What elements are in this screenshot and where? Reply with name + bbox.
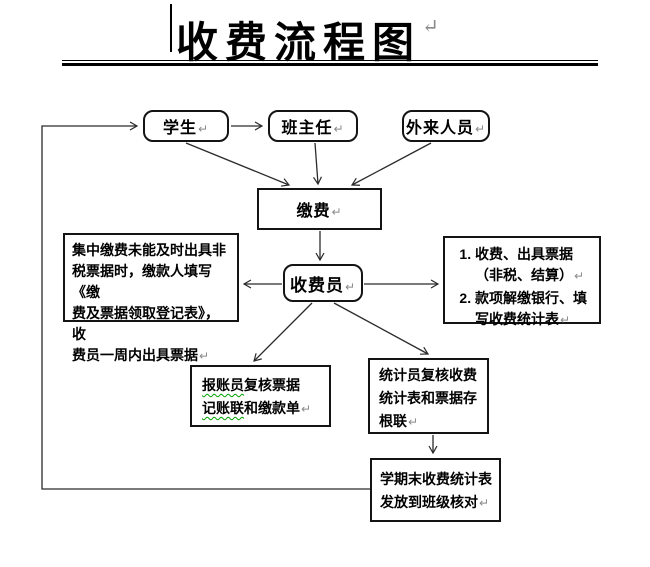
paragraph-mark: ↵ — [408, 415, 419, 429]
paragraph-mark: ↵ — [199, 349, 210, 363]
box-statistician-review[interactable]: 统计员复核收费 统计表和票据存 根联↵ — [368, 358, 489, 434]
arrow-outsider-to-pay — [352, 142, 432, 185]
paragraph-mark: ↵ — [422, 16, 439, 38]
node-fee-collector[interactable]: 收费员↵ — [283, 264, 363, 302]
arrow-collector-to-reconcile — [254, 302, 313, 361]
arrow-collector-to-statistician — [333, 302, 428, 354]
text-cursor — [170, 4, 172, 52]
node-pay-fees[interactable]: 缴费↵ — [257, 188, 382, 230]
right-note-item-1: 收费、出具票据 （非税、结算）↵ — [475, 244, 597, 287]
paragraph-mark: ↵ — [333, 122, 345, 136]
paragraph-mark: ↵ — [560, 313, 571, 327]
node-class-teacher[interactable]: 班主任↵ — [268, 110, 358, 142]
node-class-teacher-label: 班主任 — [281, 120, 333, 137]
right-note-item-2: 款项解缴银行、填 写收费统计表↵ — [475, 288, 597, 331]
box-left-note[interactable]: 集中缴费未能及时出具非 税票据时，缴款人填写《缴 费及票据领取登记表》，收 费员… — [63, 233, 239, 363]
node-external-personnel[interactable]: 外来人员↵ — [402, 110, 490, 142]
node-student[interactable]: 学生↵ — [143, 110, 229, 142]
page-title: 收费流程图↵ — [176, 2, 439, 69]
connector-feedback-loop — [41, 126, 370, 490]
term-end-line: 发放到班级核对↵ — [380, 494, 490, 510]
arrow-student-to-pay — [185, 142, 289, 185]
node-pay-fees-label: 缴费 — [296, 203, 331, 220]
statistician-line: 根联↵ — [379, 413, 419, 429]
paragraph-mark: ↵ — [301, 402, 312, 416]
left-note-line: 集中缴费未能及时出具非 — [72, 242, 226, 258]
box-term-end-statistics[interactable]: 学期末收费统计表 发放到班级核对↵ — [370, 458, 501, 522]
node-fee-collector-label: 收费员 — [289, 275, 344, 295]
paragraph-mark: ↵ — [479, 496, 490, 510]
paragraph-mark: ↵ — [331, 205, 343, 219]
statistician-line: 统计员复核收费 — [379, 367, 477, 383]
paragraph-mark: ↵ — [197, 122, 210, 136]
title-separator — [62, 60, 598, 66]
paragraph-mark: ↵ — [344, 279, 357, 294]
arrow-teacher-to-pay — [315, 142, 318, 184]
box-bookkeeper-review[interactable]: 报账员复核票据 记账联和缴款单↵ — [190, 365, 331, 427]
left-note-line: 税票据时，缴款人填写《缴 — [72, 263, 212, 300]
node-student-label: 学生 — [162, 120, 197, 137]
node-external-personnel-label: 外来人员 — [405, 120, 474, 137]
left-note-line: 费员一周内出具票据↵ — [72, 347, 210, 363]
right-note-list: 收费、出具票据 （非税、结算）↵ 款项解缴银行、填 写收费统计表↵ — [445, 244, 597, 331]
title-block: 收费流程图↵ — [170, 2, 439, 69]
spellcheck-flagged-text: 报账员 — [202, 377, 244, 393]
paragraph-mark: ↵ — [574, 269, 585, 283]
paragraph-mark: ↵ — [474, 122, 487, 136]
left-note-line: 费及票据领取登记表》，收 — [72, 305, 219, 342]
term-end-line: 学期末收费统计表 — [380, 471, 492, 487]
statistician-line: 统计表和票据存 — [379, 390, 477, 406]
box-right-note[interactable]: 收费、出具票据 （非税、结算）↵ 款项解缴银行、填 写收费统计表↵ — [443, 236, 601, 327]
page-title-text: 收费流程图 — [176, 21, 422, 67]
spellcheck-flagged-text: 记账联 — [202, 400, 244, 416]
